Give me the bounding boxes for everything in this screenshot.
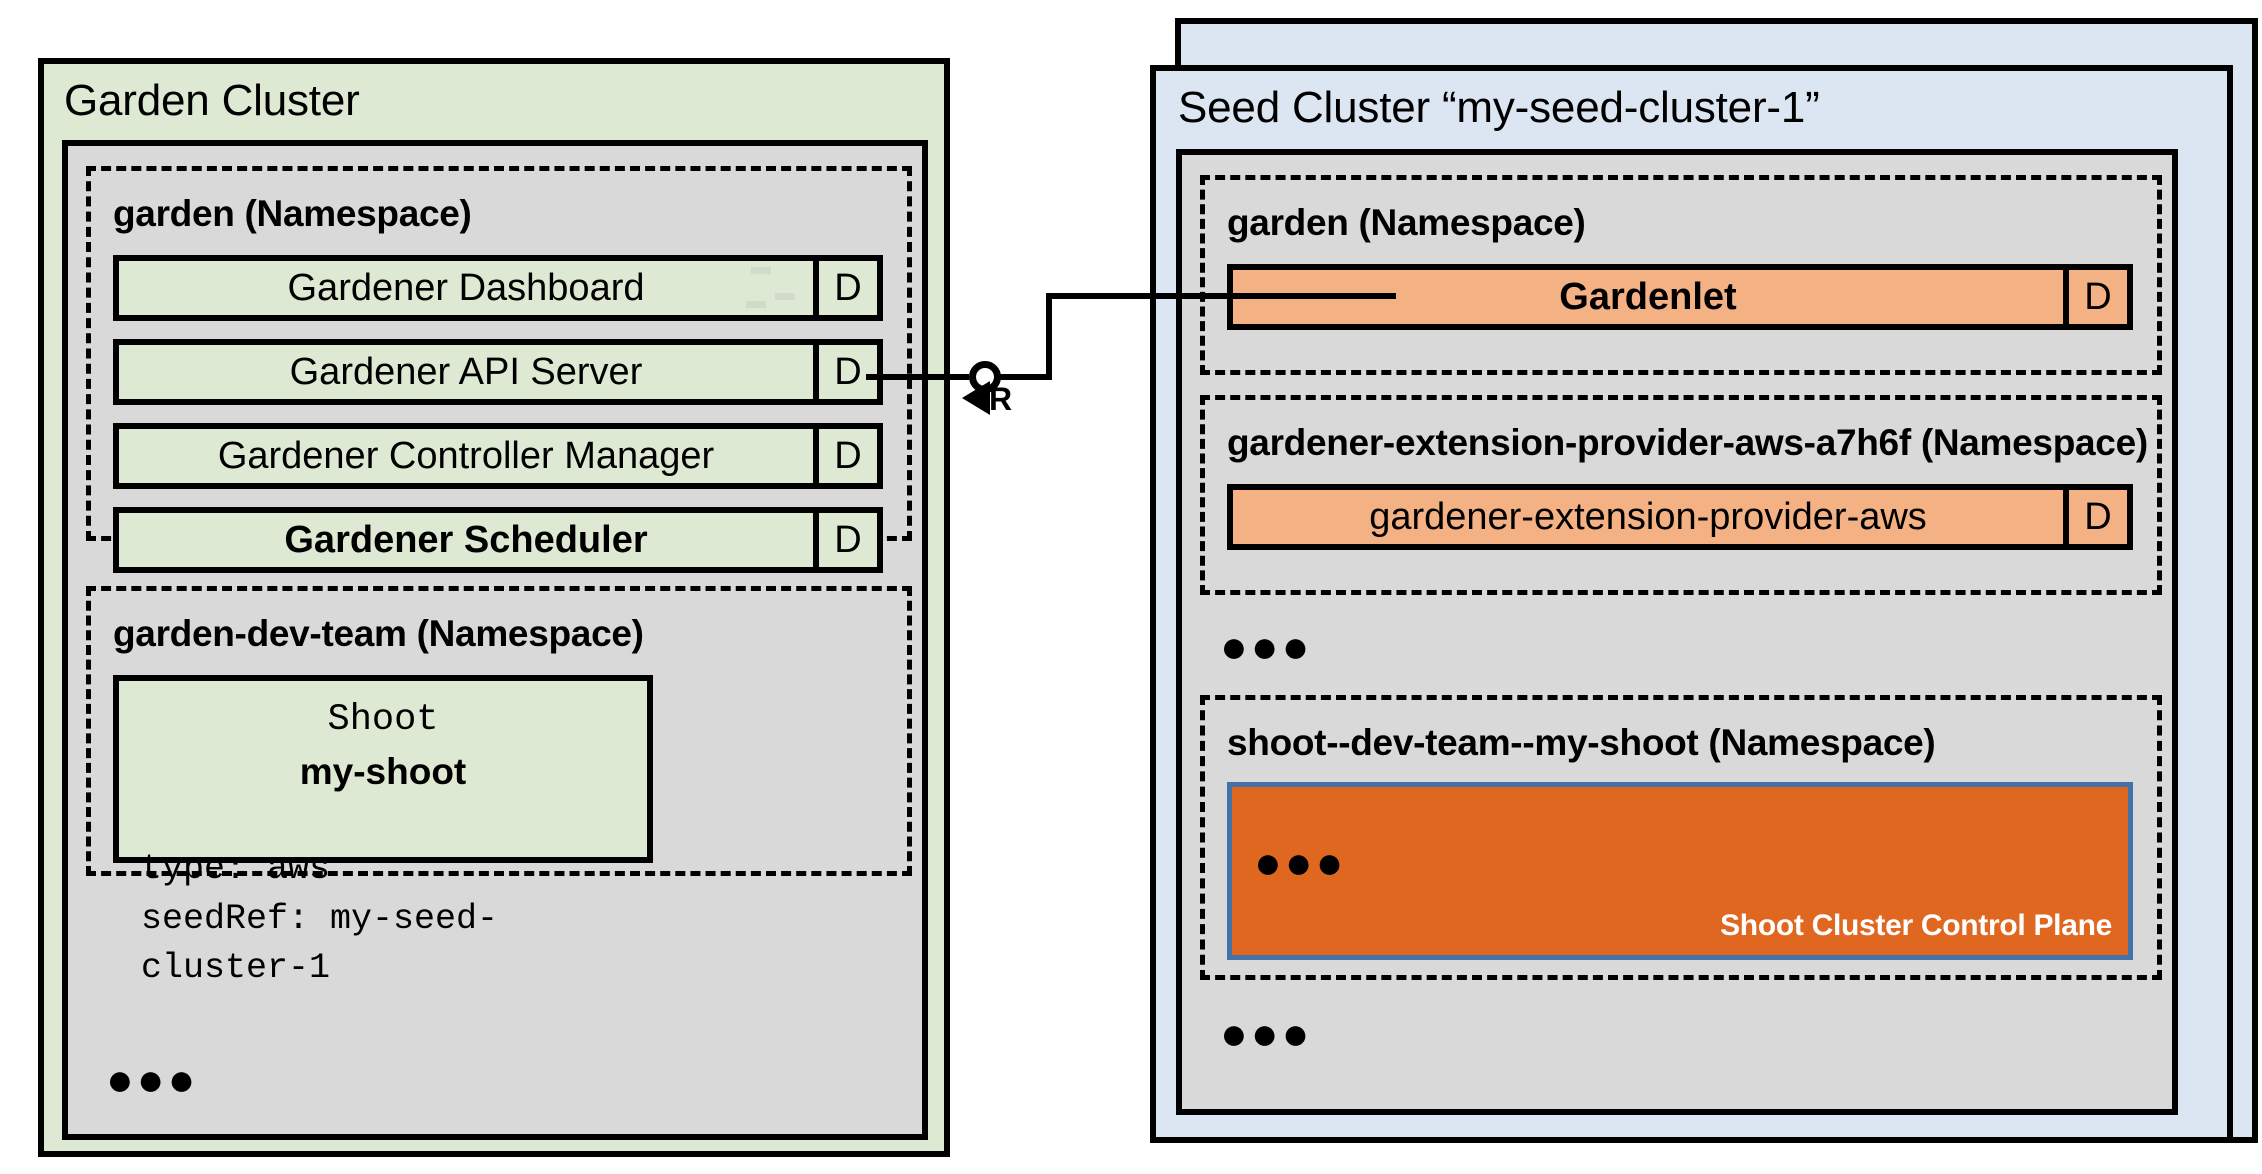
namespace-garden-dev-team-label: garden-dev-team (Namespace) xyxy=(113,613,644,654)
connector-label-r: R xyxy=(989,381,1013,417)
namespace-seed-garden-label: garden (Namespace) xyxy=(1227,202,1586,243)
component-gardenlet-label: Gardenlet xyxy=(1559,275,1737,318)
component-gardener-controller-manager-label: Gardener Controller Manager xyxy=(217,434,715,477)
seed-cluster-title: Seed Cluster “my-seed-cluster-1” xyxy=(1178,83,1820,132)
component-gardener-extension-provider-aws-badge: D xyxy=(2063,490,2127,544)
control-plane-more-indicator: ●●● xyxy=(1254,836,1347,888)
namespace-garden: garden (Namespace) Gardener Dashboard D … xyxy=(86,166,912,573)
seed-cluster: Seed Cluster “my-seed-cluster-1” garden … xyxy=(1150,65,2233,1143)
garden-cluster-title: Garden Cluster xyxy=(64,76,360,125)
shoot-name: my-shoot xyxy=(299,751,467,792)
shoot-spec-type: type: aws xyxy=(141,849,331,889)
garden-cluster: Garden Cluster garden (Namespace) Garden… xyxy=(38,58,950,1157)
garden-cluster-node: garden (Namespace) Gardener Dashboard D … xyxy=(62,140,928,1140)
connector-arrowhead-icon xyxy=(962,381,990,415)
component-gardener-dashboard-badge: D xyxy=(813,261,877,315)
component-gardener-extension-provider-aws-label: gardener-extension-provider-aws xyxy=(1369,495,1927,538)
component-gardener-api-server[interactable]: Gardener API Server D xyxy=(113,339,883,405)
shoot-kind: Shoot xyxy=(327,699,439,741)
seed-node-more-indicator-mid: ●●● xyxy=(1220,620,1313,672)
namespace-garden-label: garden (Namespace) xyxy=(113,193,472,234)
render-artifact xyxy=(775,293,795,300)
namespace-shoot-dev-team-my-shoot-label: shoot--dev-team--my-shoot (Namespace) xyxy=(1227,722,1936,763)
shoot-cluster-control-plane[interactable]: ●●● Shoot Cluster Control Plane xyxy=(1227,782,2133,960)
seed-node-more-indicator-bottom: ●●● xyxy=(1220,1007,1313,1059)
namespace-shoot-dev-team-my-shoot: shoot--dev-team--my-shoot (Namespace) ●●… xyxy=(1200,695,2162,980)
shoot-spec: type: aws seedRef: my-seed-cluster-1 xyxy=(141,845,625,994)
component-gardenlet-badge: D xyxy=(2063,270,2127,324)
component-gardener-scheduler[interactable]: Gardener Scheduler D xyxy=(113,507,883,573)
shoot-spec-seedref: seedRef: my-seed-cluster-1 xyxy=(141,898,499,989)
connector-segment-mid xyxy=(999,374,1052,380)
render-artifact xyxy=(746,301,766,308)
control-plane-label: Shoot Cluster Control Plane xyxy=(1720,909,2112,942)
component-gardener-scheduler-label: Gardener Scheduler xyxy=(284,518,648,561)
shoot-resource-card[interactable]: Shoot my-shoot type: aws seedRef: my-see… xyxy=(113,675,653,988)
connector-segment-left xyxy=(866,374,969,380)
connector-segment-right xyxy=(1046,293,1396,299)
namespace-seed-garden: garden (Namespace) Gardenlet D xyxy=(1200,175,2162,375)
render-artifact xyxy=(751,267,771,274)
garden-node-more-indicator: ●●● xyxy=(106,1053,199,1105)
component-gardener-controller-manager-badge: D xyxy=(813,429,877,483)
component-gardener-api-server-badge: D xyxy=(813,345,877,399)
namespace-gardener-extension-provider-aws-label: gardener-extension-provider-aws-a7h6f (N… xyxy=(1227,422,2148,463)
component-gardener-extension-provider-aws[interactable]: gardener-extension-provider-aws D xyxy=(1227,484,2133,550)
component-gardener-dashboard[interactable]: Gardener Dashboard D xyxy=(113,255,883,321)
namespace-gardener-extension-provider-aws: gardener-extension-provider-aws-a7h6f (N… xyxy=(1200,395,2162,595)
namespace-garden-dev-team: garden-dev-team (Namespace) Shoot my-sho… xyxy=(86,586,912,988)
component-gardener-controller-manager[interactable]: Gardener Controller Manager D xyxy=(113,423,883,489)
component-gardener-dashboard-label: Gardener Dashboard xyxy=(287,266,645,309)
component-gardener-scheduler-badge: D xyxy=(813,513,877,567)
connector-segment-riser xyxy=(1046,293,1052,380)
component-gardener-api-server-label: Gardener API Server xyxy=(289,350,643,393)
